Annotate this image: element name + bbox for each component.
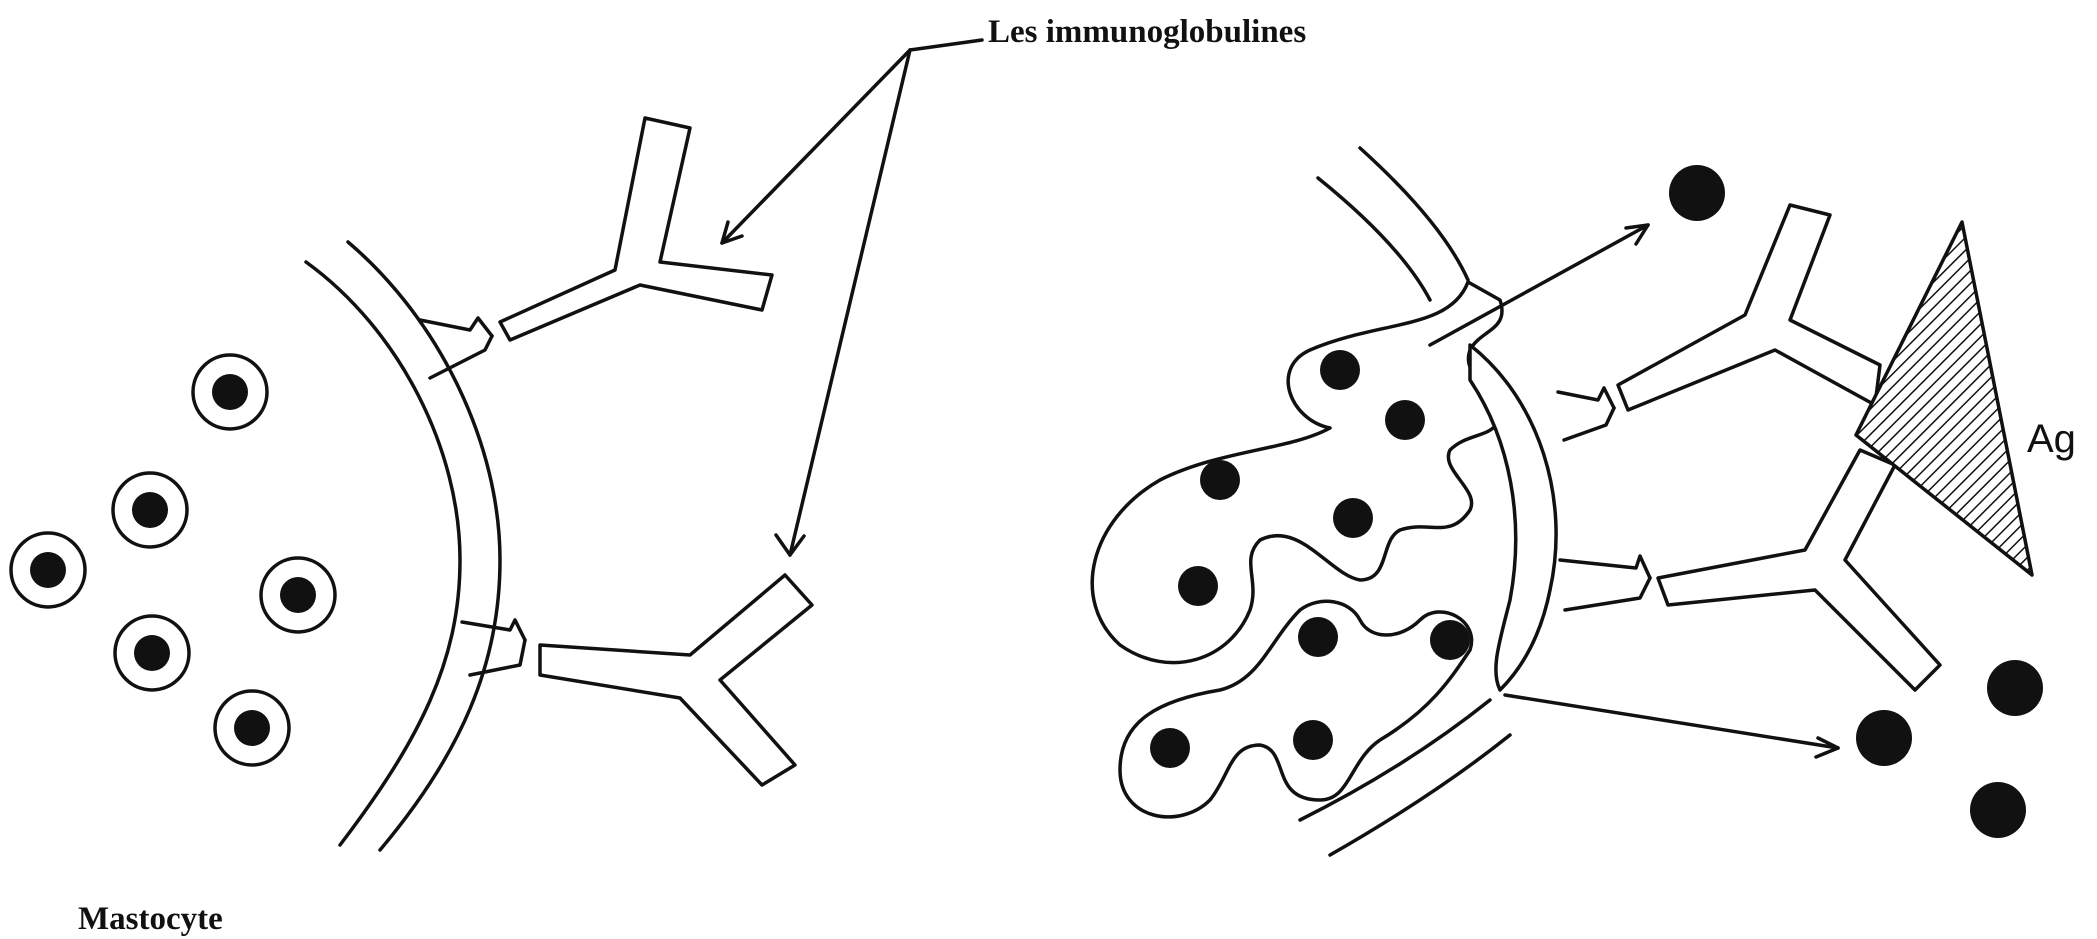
right-panel-degranulation: Ag — [1092, 148, 2076, 855]
released-granule — [1669, 165, 1725, 221]
released-granule — [1987, 660, 2043, 716]
granule — [1385, 400, 1425, 440]
receptor-right-upper — [1558, 388, 1614, 440]
immunoglobulin-lower — [540, 575, 812, 785]
granule — [11, 533, 85, 607]
receptor-lower — [462, 620, 525, 675]
granule — [1320, 350, 1360, 390]
receptor-upper — [420, 318, 492, 378]
immunoglobulin-right-lower — [1658, 450, 1940, 690]
granule — [1298, 617, 1338, 657]
antigen-triangle — [1856, 222, 2032, 575]
granule — [1150, 728, 1190, 768]
granule — [115, 616, 189, 690]
released-granule — [1970, 782, 2026, 838]
arrow-to-upper-immunoglobulin — [722, 50, 910, 243]
label-immunoglobulines: Les immunoglobulines — [988, 14, 1306, 50]
label-antigen: Ag — [2027, 417, 2076, 461]
granule — [1293, 720, 1333, 760]
label-mastocyte: Mastocyte — [78, 901, 223, 937]
immunoglobulin-upper — [500, 118, 772, 340]
granule — [193, 355, 267, 429]
granule — [1178, 566, 1218, 606]
granule — [1333, 498, 1373, 538]
arrow-release-lower — [1505, 695, 1838, 748]
cell-membrane-inner — [348, 242, 500, 850]
granule — [1430, 620, 1470, 660]
granule — [215, 691, 289, 765]
membrane-fragment-top — [1318, 178, 1430, 300]
membrane-arc-right-outer — [1470, 345, 1556, 690]
granule — [261, 558, 335, 632]
granule — [1200, 460, 1240, 500]
left-panel-resting-mast-cell: Les immunoglobulines Mastocyte — [11, 14, 1306, 937]
receptor-right-lower — [1560, 556, 1650, 610]
granules-resting — [11, 355, 335, 765]
arrow-to-lower-immunoglobulin — [790, 50, 910, 555]
immunoglobulin-right-upper — [1618, 205, 1880, 410]
released-granule — [1856, 710, 1912, 766]
granule — [113, 473, 187, 547]
membrane-fragment-top-inner — [1360, 148, 1468, 280]
arrow-release-upper — [1430, 225, 1648, 345]
